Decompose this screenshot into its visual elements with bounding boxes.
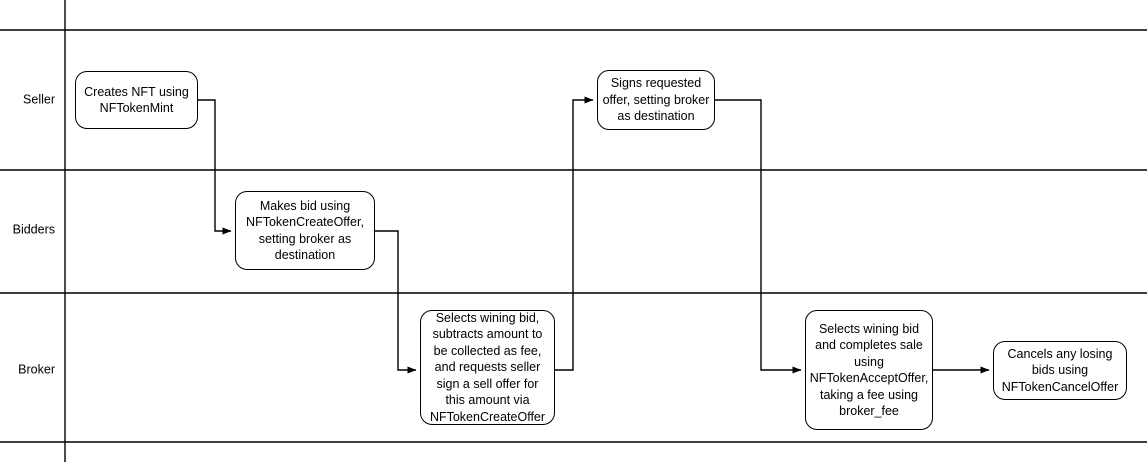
lane-label-seller: Seller [23, 92, 55, 107]
connector-lines [198, 96, 990, 374]
lane-label-broker: Broker [18, 362, 55, 377]
connector-n3-to-n4 [555, 96, 594, 371]
process-node-n4[interactable]: Signs requested offer, setting broker as… [597, 70, 715, 130]
process-node-n6[interactable]: Cancels any losing bids using NFTokenCan… [993, 341, 1127, 400]
connector-n4-to-n5 [715, 99, 802, 374]
process-node-n1[interactable]: Creates NFT using NFTokenMint [75, 71, 198, 129]
process-node-n5[interactable]: Selects wining bid and completes sale us… [805, 310, 933, 430]
lane-label-bidders: Bidders [12, 222, 55, 237]
connector-n1-to-n2 [198, 99, 232, 235]
process-node-n2[interactable]: Makes bid using NFTokenCreateOffer, sett… [235, 191, 375, 270]
connector-n2-to-n3 [375, 230, 417, 374]
process-node-n3[interactable]: Selects wining bid, subtracts amount to … [420, 310, 555, 425]
